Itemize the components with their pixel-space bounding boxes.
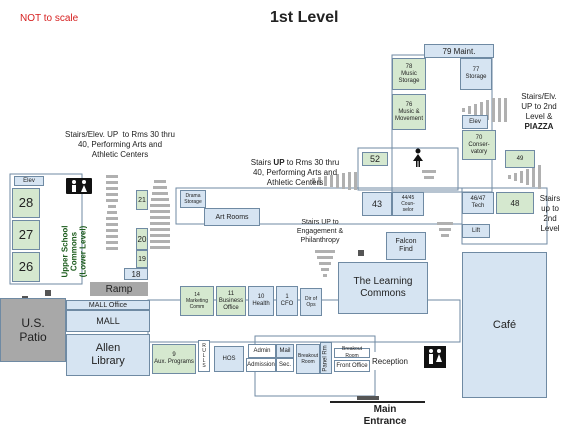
stairs-piazza <box>462 98 507 122</box>
room-art-rooms[interactable]: Art Rooms <box>204 208 260 226</box>
stairs-mid-up: UP <box>273 158 285 167</box>
stairs-piazza-label: Stairs/Elv. UP to 2nd Level &PIAZZA <box>510 92 568 132</box>
room-admission[interactable]: Admission <box>246 358 276 372</box>
room-counselor[interactable]: 44/45 Coun- selor <box>392 192 424 216</box>
room-28[interactable]: 28 <box>12 188 40 218</box>
ramp[interactable]: Ramp <box>90 282 148 296</box>
room-music-movement[interactable]: 76 Music & Movement <box>392 94 426 130</box>
room-18[interactable]: 18 <box>124 268 148 280</box>
room-panel[interactable]: Panel Rm <box>320 342 332 374</box>
not-to-scale-note: NOT to scale <box>20 13 78 24</box>
restroom-reception-icon <box>424 346 446 368</box>
stairs-mid-label: Stairs UP to Rms 30 thru 40, Performing … <box>240 158 350 188</box>
room-storage-77[interactable]: 77 Storage <box>460 58 492 90</box>
stairs-mid-post: to Rms 30 thru 40, Performing Arts and A… <box>252 158 340 187</box>
stairs-2nd-level-label: Stairs up to 2nd Level <box>539 194 561 233</box>
main-entrance-label: Main Entrance <box>363 404 407 427</box>
room-cafe[interactable]: Café <box>462 252 547 398</box>
room-drama-storage[interactable]: Drama Storage <box>180 190 206 208</box>
us-patio[interactable]: U.S. Patio <box>0 298 66 362</box>
restroom-icon <box>66 178 92 194</box>
panel-room-label: Panel Rm <box>322 344 329 372</box>
room-admin[interactable]: Admin <box>248 344 276 358</box>
room-19[interactable]: 19 <box>136 250 148 268</box>
stairs-tech-down <box>437 222 453 237</box>
stairs-engagement <box>315 250 335 277</box>
stairs-drama <box>150 180 170 249</box>
stairs-engagement-label: Stairs UP to Engagement & Philanthropy <box>296 219 344 244</box>
room-breakout-left[interactable]: Breakout Room <box>296 344 320 374</box>
room-falcon-find[interactable]: Falcon Find <box>386 232 426 260</box>
room-hos[interactable]: HOS <box>214 346 244 372</box>
room-48[interactable]: 48 <box>496 192 534 214</box>
room-learning-commons[interactable]: The Learning Commons <box>338 262 428 314</box>
room-breakout-right[interactable]: Breakout Room <box>334 346 370 359</box>
room-mall-office[interactable]: MALL Office <box>66 300 150 310</box>
room-mail[interactable]: Mail <box>276 344 294 358</box>
reception[interactable]: Reception <box>370 352 410 370</box>
page-title: 1st Level <box>270 9 339 26</box>
room-health[interactable]: 10 Health <box>248 286 274 316</box>
room-front-office[interactable]: Front Office <box>334 360 370 372</box>
elevator-left[interactable]: Elev <box>14 176 44 186</box>
room-conservatory[interactable]: 70 Conser- vatory <box>462 130 496 160</box>
stairs-left-upper <box>106 175 118 202</box>
stairs-left-label: Stairs/Elev. UP to Rms 30 thru 40, Perfo… <box>65 130 175 159</box>
room-dir-ops[interactable]: Dir of Ops <box>300 288 322 316</box>
room-aux-programs[interactable]: 9 Aux. Programs <box>152 344 196 374</box>
room-20[interactable]: 20 <box>136 228 148 250</box>
room-52[interactable]: 52 <box>362 152 388 166</box>
stairs-mid <box>312 172 357 190</box>
room-26[interactable]: 26 <box>12 252 40 282</box>
room-sec[interactable]: Sec. <box>276 358 294 372</box>
room-music-storage[interactable]: 78 Music Storage <box>392 58 426 90</box>
room-27[interactable]: 27 <box>12 220 40 250</box>
room-maint[interactable]: 79 Maint. <box>424 44 494 58</box>
stairs-piazza-bold: PIAZZA <box>524 122 554 131</box>
stairs-conservatory <box>422 170 436 179</box>
room-allen-library[interactable]: Allen Library <box>66 334 150 376</box>
stairs-left-lower <box>106 205 118 250</box>
stairs-piazza-top: Stairs/Elv. UP to 2nd Level & <box>521 92 557 121</box>
womens-restroom-icon <box>412 148 424 168</box>
elevator-right[interactable]: Elev <box>462 115 488 129</box>
room-49[interactable]: 49 <box>505 150 535 168</box>
room-business-office[interactable]: 11 Business Office <box>216 286 246 316</box>
stairs-group <box>106 98 541 277</box>
stairs-2nd-level <box>508 165 541 189</box>
upper-school-commons: Upper School Commons (Lower Level) <box>60 225 88 278</box>
room-tech[interactable]: 46/47 Tech <box>462 192 494 214</box>
rolls-room[interactable]: R U L L S <box>198 340 210 372</box>
stairs-mid-pre: Stairs <box>250 158 274 167</box>
room-43[interactable]: 43 <box>362 192 392 216</box>
room-marketing[interactable]: 14 Marketing Comm <box>180 286 214 316</box>
room-mall[interactable]: MALL <box>66 310 150 332</box>
room-21[interactable]: 21 <box>136 190 148 210</box>
lift[interactable]: Lift <box>462 224 490 238</box>
note-text: NOT to scale <box>20 13 79 24</box>
room-cfo[interactable]: 1 CFO <box>276 286 298 316</box>
